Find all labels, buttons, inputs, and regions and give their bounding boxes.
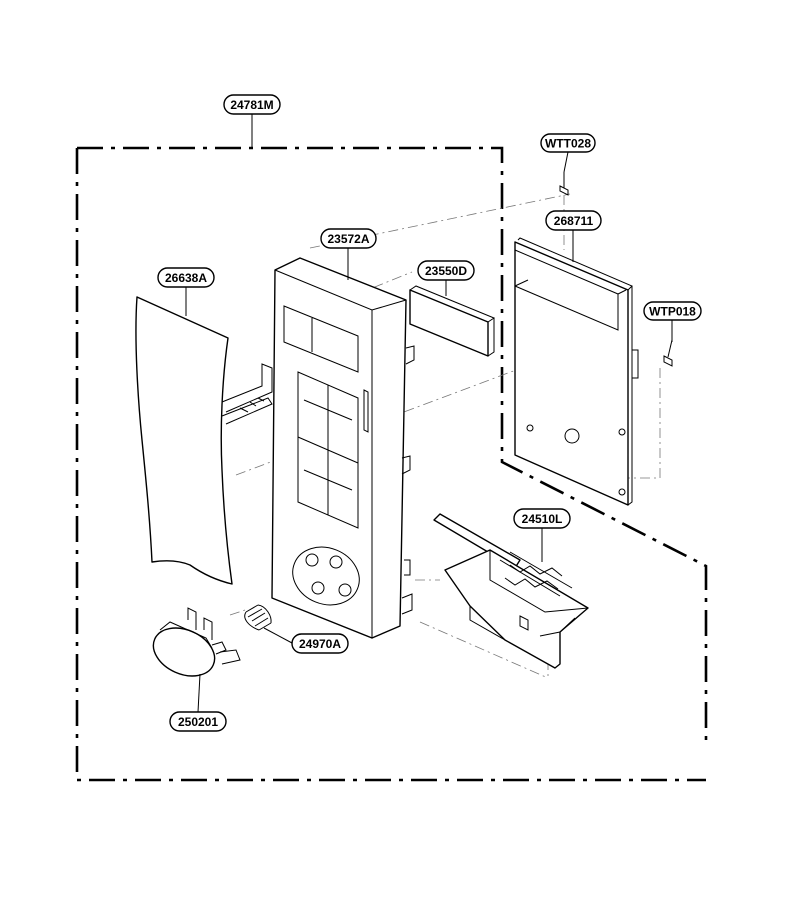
label-24970a: 24970A — [299, 637, 341, 651]
latch-holder-part — [433, 513, 589, 669]
label-wtp018: WTP018 — [649, 305, 696, 319]
label-23550d: 23550D — [425, 264, 467, 278]
part-label-latch-holder: 24510L — [513, 508, 571, 529]
screw-wtp018-part — [663, 339, 673, 367]
leader-lines — [185, 114, 673, 713]
label-250201: 250201 — [178, 715, 218, 729]
spring-part — [244, 604, 272, 631]
part-label-panel-frame: 23572A — [320, 228, 377, 249]
part-label-membrane: 26638A — [157, 267, 215, 288]
label-26638a: 26638A — [165, 271, 207, 285]
button-knob-part — [152, 607, 241, 677]
label-24510l: 24510L — [522, 512, 563, 526]
label-268711: 268711 — [554, 214, 594, 228]
part-label-screw-top: WTT028 — [540, 133, 596, 153]
part-label-screw-side: WTP018 — [643, 301, 702, 321]
control-panel-frame-part — [271, 257, 415, 639]
label-24781m: 24781M — [230, 98, 273, 112]
assembly-boundary — [75, 146, 708, 782]
part-label-window: 23550D — [417, 260, 475, 281]
display-window-part — [409, 285, 496, 357]
pcb-part — [514, 237, 639, 506]
membrane-switch-part — [135, 296, 273, 585]
part-label-button: 250201 — [169, 711, 227, 732]
screw-wtt028-part — [559, 172, 569, 196]
part-label-pcb: 268711 — [545, 210, 602, 231]
label-23572a: 23572A — [327, 232, 369, 246]
part-label-frame-group: 24781M — [223, 94, 281, 115]
label-wtt028: WTT028 — [545, 137, 591, 151]
part-label-spring: 24970A — [291, 633, 349, 654]
